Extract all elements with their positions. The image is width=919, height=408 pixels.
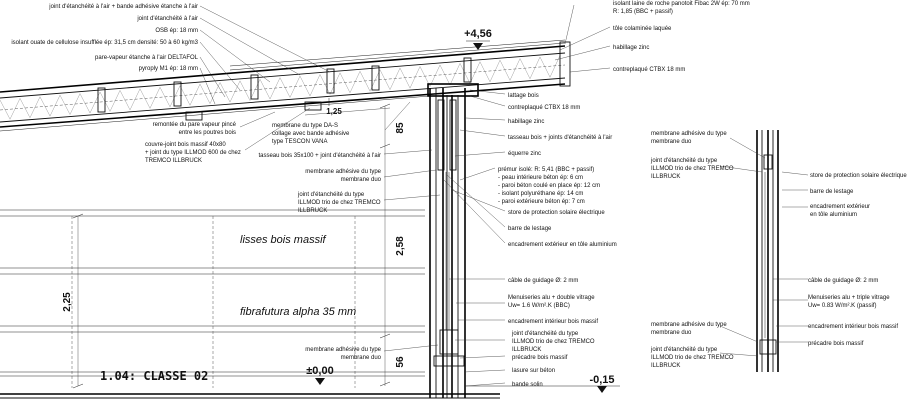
label-precadre-2: précadre bois massif bbox=[808, 341, 864, 347]
label-pare-vapeur: pare-vapeur étanche à l'air DELTAFOL bbox=[95, 55, 199, 61]
label-isolant-polyurethane: - isolant polyuréthane ép: 14 cm bbox=[498, 191, 583, 197]
label-tole-alu: en tôle aluminium bbox=[810, 212, 857, 218]
label-joint-trio-2: joint d'étanchéité du type bbox=[511, 331, 579, 337]
label-isolant-ouate: isolant ouate de cellulose insufflée ép:… bbox=[11, 40, 198, 46]
label-isolant-laine: isolant laine de roche panotoit Fibac 2W… bbox=[613, 1, 750, 7]
label-membrane-duo-1: membrane duo bbox=[341, 177, 382, 183]
label-menuiseries-double: Menuiseries alu + double vitrage bbox=[508, 295, 595, 301]
label-illmod-trio-3: ILLMOD trio de chez TREMCO bbox=[651, 166, 734, 172]
label-paroi-coulee: - paroi béton coulé en place ép: 12 cm bbox=[498, 183, 600, 189]
label-tole-colaminee: tôle colaminée laquée bbox=[613, 26, 672, 32]
label-tasseau-joints: tasseau bois + joints d'étanchéité à l'a… bbox=[508, 135, 612, 141]
label-remontee-pare-vapeur: remontée du pare vapeur pincé bbox=[153, 122, 237, 128]
label-joint-trio-1: joint d'étanchéité du type bbox=[297, 192, 365, 198]
label-habillage-zinc-1: habillage zinc bbox=[613, 45, 649, 51]
label-encadrement-ext-2: encadrement extérieur bbox=[810, 204, 870, 210]
label-illbruck-3: ILLBRUCK bbox=[651, 174, 680, 180]
dimension-1-25: 1,25 bbox=[326, 107, 342, 116]
label-barre-lestage-2: barre de lestage bbox=[810, 189, 854, 195]
material-lisses-bois: lisses bois massif bbox=[240, 234, 327, 246]
dimension-2-58: 2,58 bbox=[395, 236, 406, 256]
label-paroi-exterieure: - paroi extérieure béton ép: 7 cm bbox=[498, 199, 585, 205]
label-peau-interieure: - peau intérieure béton ép: 6 cm bbox=[498, 175, 583, 181]
label-uw-083: Uw= 0.83 W/m².K (passif) bbox=[808, 303, 877, 309]
label-membrane-adhesive-1: membrane adhésive du type bbox=[305, 169, 381, 175]
level-triangle-top-icon bbox=[473, 43, 483, 50]
label-collage-bande: collage avec bande adhésive bbox=[272, 131, 350, 137]
label-joint-trio-4: joint d'étanchéité du type bbox=[650, 347, 718, 353]
label-joint-etancheite: joint d'étanchéité à l'air bbox=[136, 16, 198, 22]
label-lattage-bois: lattage bois bbox=[508, 93, 539, 99]
labels-far-left: membrane adhésive du type membrane duo j… bbox=[650, 131, 734, 369]
label-membrane-adhesive-4: membrane adhésive du type bbox=[651, 322, 727, 328]
label-cable-guidage-1: câble de guidage Ø: 2 mm bbox=[508, 278, 578, 284]
label-joint-illmod-600: + joint du type ILLMOD 600 de chez bbox=[145, 150, 241, 156]
wall-section bbox=[0, 88, 620, 399]
label-couvre-joint: couvre-joint bois massif 40x80 bbox=[145, 142, 226, 148]
label-illmod-trio-1: ILLMOD trio de chez TREMCO bbox=[298, 200, 381, 206]
dimension-2-25: 2,25 bbox=[62, 292, 73, 312]
label-store-protection-2: store de protection solaire électrique bbox=[810, 173, 907, 179]
dimension-texts: 1,25 85 2,58 56 2,25 +4,56 ±0,00 -0,15 1… bbox=[62, 28, 615, 386]
level-triangle-ground-icon bbox=[597, 386, 607, 393]
level-top: +4,56 bbox=[464, 28, 492, 40]
label-encadrement-ext-1: encadrement extérieur en tôle aluminium bbox=[508, 242, 617, 248]
level-triangle-floor-icon bbox=[315, 378, 325, 385]
label-equerre-zinc: équerre zinc bbox=[508, 151, 541, 157]
label-membrane-adhesive-3: membrane adhésive du type bbox=[651, 131, 727, 137]
label-illmod-trio-4: ILLMOD trio de chez TREMCO bbox=[651, 355, 734, 361]
label-tescon-vana: type TESCON VANA bbox=[272, 139, 327, 145]
labels-right: isolant laine de roche panotoit Fibac 2W… bbox=[498, 1, 750, 388]
label-menuiseries-triple: Menuiseries alu + triple vitrage bbox=[808, 295, 890, 301]
label-contreplaque-1: contreplaqué CTBX 18 mm bbox=[613, 67, 685, 73]
labels-far-right: store de protection solaire électrique b… bbox=[808, 173, 907, 347]
label-uw-16: Uw= 1.6 W/m².K (BBC) bbox=[508, 303, 570, 309]
label-tremco-1: TREMCO ILLBRUCK bbox=[145, 158, 202, 164]
label-lasure-beton: lasure sur béton bbox=[512, 368, 555, 374]
dimension-56: 56 bbox=[395, 356, 406, 368]
label-premur-isole: prémur isolé: R: 5,41 (BBC + passif) bbox=[498, 167, 594, 173]
annotation-leaders bbox=[199, 4, 809, 387]
label-contreplaque-2: contreplaqué CTBX 18 mm bbox=[508, 105, 580, 111]
label-illbruck-2: ILLBRUCK bbox=[512, 347, 541, 353]
label-membrane-adhesive-2: membrane adhésive du type bbox=[305, 347, 381, 353]
label-store-protection-1: store de protection solaire électrique bbox=[508, 210, 605, 216]
label-pyroply: pyroply M1 ép: 18 mm bbox=[139, 66, 198, 72]
label-membrane-duo-3: membrane duo bbox=[651, 139, 692, 145]
labels-mid: membrane du type DA-S collage avec bande… bbox=[258, 123, 381, 361]
label-r-185: R: 1,85 (BBC + passif) bbox=[613, 9, 673, 15]
window-detail-right bbox=[756, 130, 779, 372]
level-ground: -0,15 bbox=[589, 374, 614, 386]
label-membrane-duo-2: membrane duo bbox=[341, 355, 382, 361]
level-floor: ±0,00 bbox=[306, 365, 333, 377]
label-osb: OSB ép: 18 mm bbox=[155, 28, 198, 34]
labels-left: joint d'étanchéité à l'air + bande adhés… bbox=[11, 4, 241, 164]
label-illbruck-1: ILLBRUCK bbox=[298, 208, 327, 214]
label-membrane-duo-4: membrane duo bbox=[651, 330, 692, 336]
interior-cladding bbox=[0, 209, 425, 388]
label-encadrement-int-2: encadrement intérieur bois massif bbox=[808, 324, 898, 330]
dimension-lines bbox=[72, 98, 391, 389]
label-illmod-trio-2: ILLMOD trio de chez TREMCO bbox=[512, 339, 595, 345]
label-barre-lestage-1: barre de lestage bbox=[508, 226, 552, 232]
label-entre-poutres: entre les poutres bois bbox=[179, 130, 236, 136]
label-membrane-da-s: membrane du type DA-S bbox=[272, 123, 338, 129]
roof-assembly bbox=[0, 39, 571, 132]
level-markers bbox=[315, 40, 607, 393]
label-habillage-zinc-2: habillage zinc bbox=[508, 119, 544, 125]
room-label: 1.04: CLASSE 02 bbox=[100, 369, 208, 383]
label-bande-solin: bande solin bbox=[512, 382, 543, 388]
label-joint-trio-3: joint d'étanchéité du type bbox=[650, 158, 718, 164]
label-tasseau-35x100: tasseau bois 35x100 + joint d'étanchéité… bbox=[258, 153, 381, 159]
material-fibrafutura: fibrafutura alpha 35 mm bbox=[240, 306, 356, 318]
dimension-85: 85 bbox=[395, 122, 406, 134]
label-encadrement-int-1: encadrement intérieur bois massif bbox=[508, 319, 598, 325]
label-illbruck-4: ILLBRUCK bbox=[651, 363, 680, 369]
label-joint-bande-adhesive: joint d'étanchéité à l'air + bande adhés… bbox=[48, 4, 198, 10]
label-cable-guidage-2: câble de guidage Ø: 2 mm bbox=[808, 278, 878, 284]
label-precadre-1: précadre bois massif bbox=[512, 355, 568, 361]
